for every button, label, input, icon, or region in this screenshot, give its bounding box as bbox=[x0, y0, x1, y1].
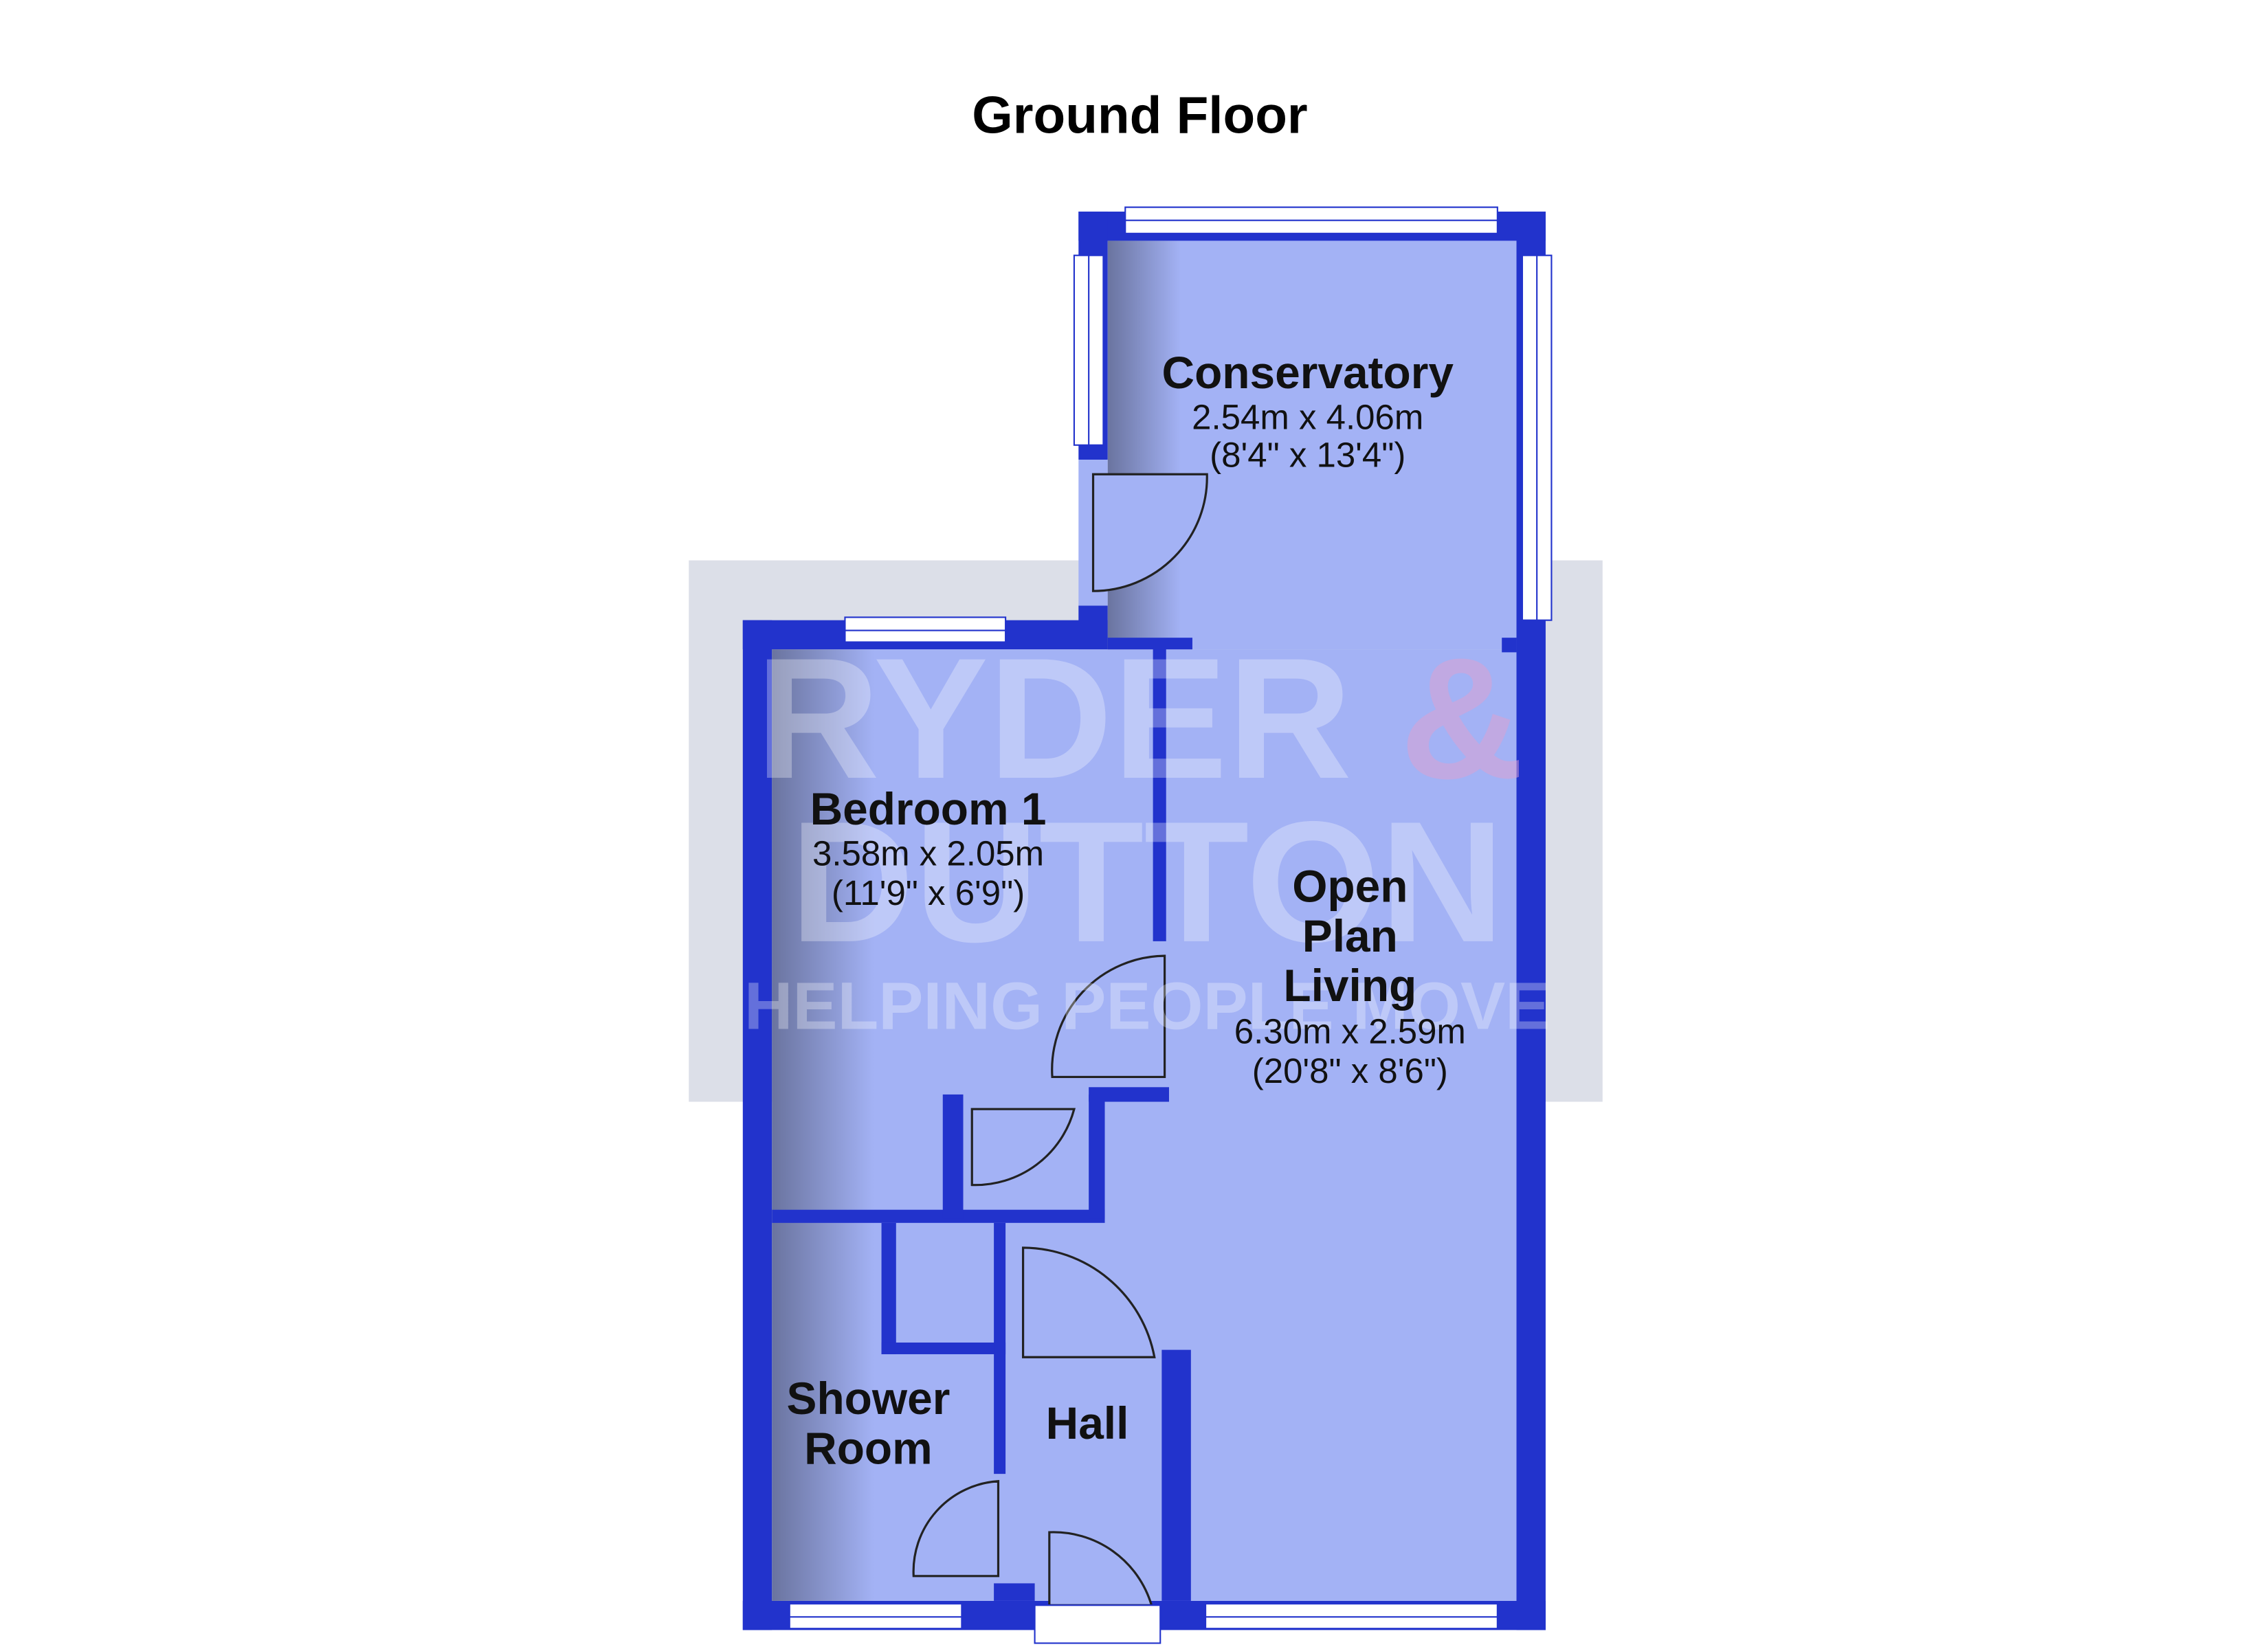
svg-text:HELPING PEOPLE MOVE: HELPING PEOPLE MOVE bbox=[744, 968, 1550, 1043]
room-dimensions-imperial: (11'9" x 6'9") bbox=[832, 873, 1025, 912]
room-dimensions-metric: 6.30m x 2.59m bbox=[1234, 1012, 1466, 1051]
room-name: Hall bbox=[1046, 1398, 1129, 1448]
watermark-logo: RYDER & DUTTON HELPING PEOPLE MOVE bbox=[744, 622, 1550, 1043]
room-dimensions-imperial: (8'4" x 13'4") bbox=[1210, 436, 1405, 475]
svg-text:DUTTON: DUTTON bbox=[790, 786, 1504, 978]
room-dimensions-metric: 3.58m x 2.05m bbox=[812, 833, 1044, 873]
room-dimensions-metric: 2.54m x 4.06m bbox=[1192, 397, 1423, 436]
room-name: Living bbox=[1283, 960, 1416, 1011]
windows bbox=[788, 206, 1553, 1644]
room-shower: Shower Room bbox=[787, 1373, 950, 1473]
svg-text:RYDER &: RYDER & bbox=[755, 622, 1524, 815]
room-name: Shower bbox=[787, 1373, 950, 1424]
room-name: Open bbox=[1292, 861, 1408, 912]
interior-walls bbox=[772, 638, 1517, 1601]
room-dimensions-imperial: (20'8" x 8'6") bbox=[1252, 1051, 1448, 1090]
room-conservatory: Conservatory 2.54m x 4.06m (8'4" x 13'4"… bbox=[1162, 347, 1454, 475]
floor-title: Ground Floor bbox=[972, 86, 1307, 144]
wall-shadow bbox=[772, 649, 874, 1601]
room-name: Room bbox=[804, 1422, 933, 1473]
room-open-plan-living: Open Plan Living 6.30m x 2.59m (20'8" x … bbox=[1234, 861, 1466, 1090]
room-hall: Hall bbox=[1046, 1398, 1129, 1448]
room-bedroom-1: Bedroom 1 3.58m x 2.05m (11'9" x 6'9") bbox=[810, 783, 1047, 912]
doors bbox=[912, 473, 1208, 1606]
room-name: Bedroom 1 bbox=[810, 783, 1047, 834]
room-name: Conservatory bbox=[1162, 347, 1454, 398]
room-name: Plan bbox=[1302, 910, 1398, 961]
